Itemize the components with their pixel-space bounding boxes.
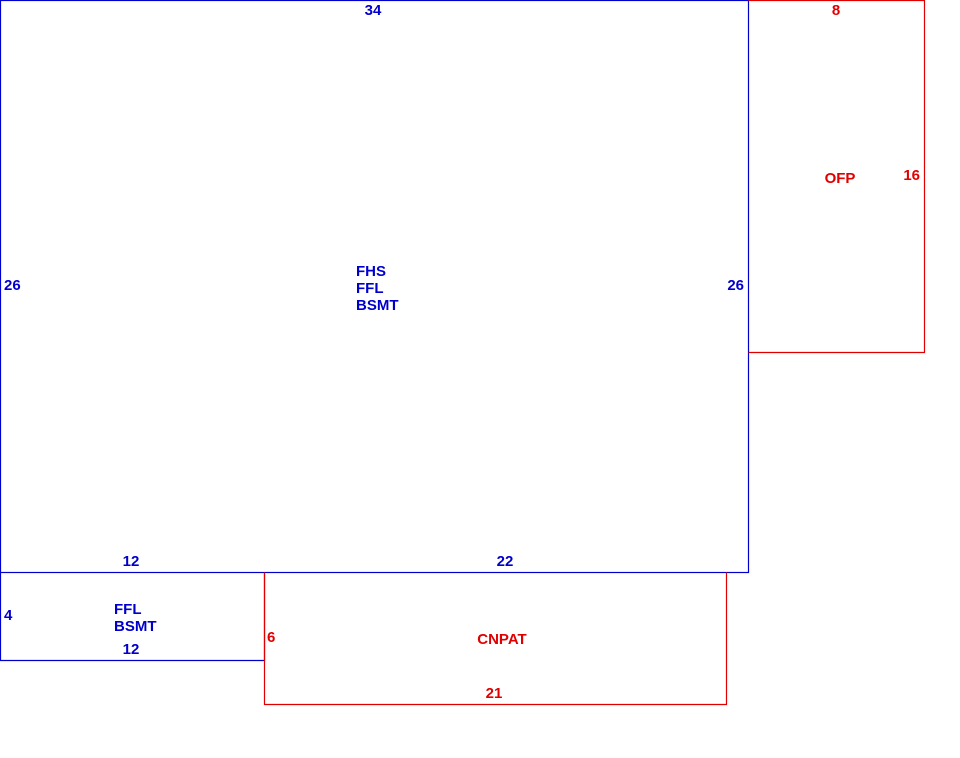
ofp-label: OFP [825, 170, 856, 187]
main-dim-left: 26 [4, 277, 21, 294]
ofp-dim-right: 16 [903, 167, 920, 184]
cnpat-dim-bottom: 21 [486, 685, 503, 702]
main-area-outline [0, 0, 750, 574]
main-label-line-2: FFL [356, 280, 384, 297]
ofp-outline [748, 0, 926, 354]
cnpat-outline [263, 572, 728, 706]
cnpat-dim-left: 6 [267, 629, 275, 646]
main-dim-right: 26 [727, 277, 744, 294]
main-dim-bottom-left: 12 [123, 553, 140, 570]
addition-dim-bottom: 12 [123, 641, 140, 658]
main-label-line-3: BSMT [356, 297, 399, 314]
main-label-line-1: FHS [356, 263, 386, 280]
cnpat-label: CNPAT [477, 631, 526, 648]
addition-dim-left: 4 [4, 607, 13, 624]
addition-label-line-1: FFL [114, 601, 142, 618]
addition-label-line-2: BSMT [114, 618, 157, 635]
main-dim-bottom-right: 22 [497, 553, 514, 570]
main-dim-top: 34 [365, 2, 382, 19]
ofp-dim-top: 8 [832, 2, 840, 19]
